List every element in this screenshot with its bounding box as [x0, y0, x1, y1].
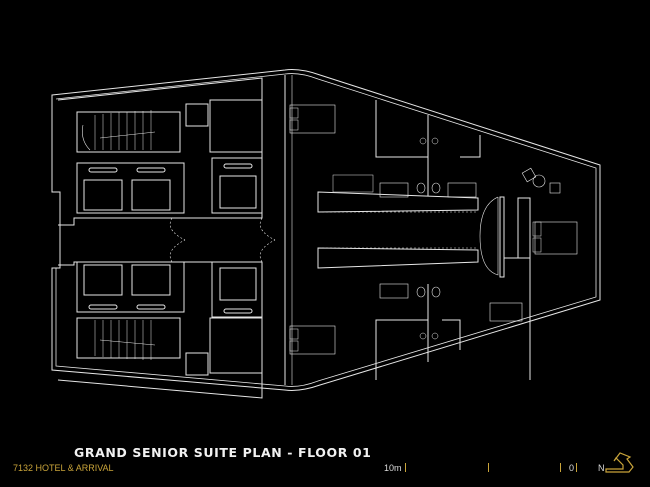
scale-tick [405, 463, 406, 472]
corridor-door-swings [169, 217, 276, 263]
north-label: N [598, 463, 605, 473]
scale-tick [576, 463, 577, 472]
scale-tick [560, 463, 561, 472]
scale-zero-label: 0 [569, 463, 575, 473]
guest-room-lower-left [289, 325, 336, 355]
floor-plan-drawing [51, 69, 601, 399]
grand-suite-right [479, 167, 578, 380]
project-name: 7132 HOTEL & ARRIVAL [13, 463, 114, 473]
core-upper [57, 77, 263, 226]
north-arrow-icon [605, 452, 634, 473]
bathrooms-upper [375, 100, 481, 198]
drawing-title: GRAND SENIOR SUITE PLAN - FLOOR 01 [74, 445, 372, 460]
scale-label: 10m [384, 463, 402, 473]
core-lower [57, 261, 263, 399]
central-corridor [317, 174, 479, 269]
building-outline [51, 69, 601, 391]
guest-room-upper-left [289, 104, 336, 134]
bathrooms-lower [375, 283, 461, 380]
scale-tick [488, 463, 489, 472]
